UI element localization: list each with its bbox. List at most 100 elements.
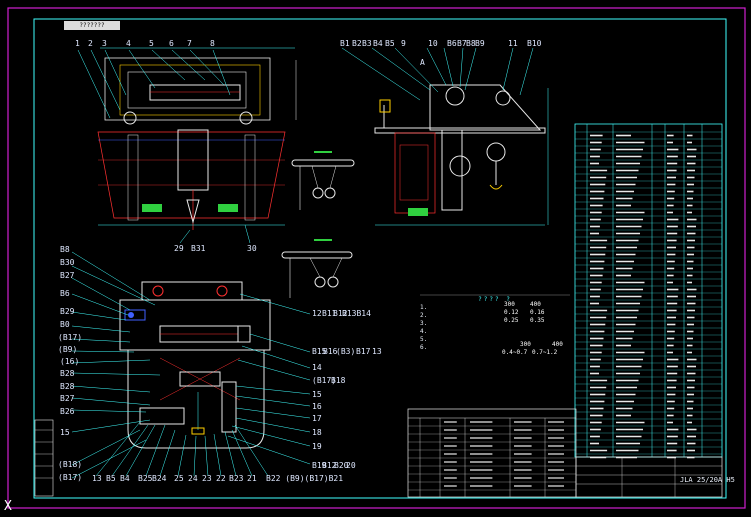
spec-table bbox=[407, 408, 577, 498]
callout-label: B24 bbox=[152, 474, 167, 483]
callout-label: 21 bbox=[247, 474, 257, 483]
callout-label: B16 bbox=[323, 347, 338, 356]
callout-label: 20 bbox=[346, 461, 356, 470]
note-value: 0.16 bbox=[530, 309, 545, 316]
callout-label: (B17) bbox=[58, 473, 83, 482]
callout-label: B6 bbox=[60, 289, 70, 298]
callout-label: B27 bbox=[60, 394, 75, 403]
callout-label: (B17) bbox=[312, 376, 337, 385]
callout-label: (B18) bbox=[58, 460, 83, 469]
callout-label: B11 bbox=[322, 309, 337, 318]
callout-label: B15 bbox=[312, 347, 327, 356]
callout-label: B31 bbox=[191, 244, 206, 253]
note-value: 0.4~0.7 bbox=[502, 349, 528, 356]
callout-label: 3 bbox=[102, 39, 107, 48]
callout-label: B12 bbox=[333, 309, 348, 318]
note-value: 0.35 bbox=[530, 317, 545, 324]
callout-label: 25 bbox=[174, 474, 184, 483]
callout-label: B9 bbox=[475, 39, 485, 48]
callout-label: 1 bbox=[75, 39, 80, 48]
plan-left-leaders bbox=[71, 251, 161, 479]
title-block bbox=[575, 456, 723, 498]
rope-diagram-2 bbox=[281, 239, 353, 298]
plan-view bbox=[119, 281, 271, 449]
note-value: 0.12 bbox=[504, 309, 519, 316]
note-line: 3. bbox=[420, 320, 428, 327]
callout-label: 7 bbox=[187, 39, 192, 48]
note-value: 400 bbox=[552, 341, 563, 348]
callout-label: 23 bbox=[202, 474, 212, 483]
technical-notes: ???? ? 1.2.3.4.5.6. 300 400 0.12 0.16 0.25 0.… bbox=[420, 296, 570, 356]
callout-label: B2 bbox=[352, 39, 362, 48]
callout-label: 24 bbox=[188, 474, 198, 483]
notes-heading: ???? ? bbox=[478, 296, 512, 303]
inner-frame bbox=[33, 18, 727, 499]
callout-label: 14 bbox=[312, 363, 322, 372]
callout-label: (16) bbox=[60, 357, 80, 366]
callout-label: B0 bbox=[60, 320, 70, 329]
side-view-leaders bbox=[341, 47, 534, 101]
plan-right-leaders bbox=[227, 293, 311, 465]
note-value: 300 bbox=[504, 301, 515, 308]
callout-label: 9 bbox=[401, 39, 406, 48]
callout-label: B12 bbox=[322, 461, 337, 470]
note-line: 2. bbox=[420, 312, 428, 319]
outer-frame bbox=[7, 7, 746, 509]
note-value: 300 bbox=[520, 341, 531, 348]
note-line: 1. bbox=[420, 304, 428, 311]
callout-label: 12 bbox=[312, 309, 322, 318]
callout-label: B28 bbox=[60, 382, 75, 391]
callout-label: (B17) bbox=[58, 333, 83, 342]
callout-label: B27 bbox=[60, 271, 75, 280]
drawing-title-strip: ??????? bbox=[64, 21, 120, 30]
callout-label: 18 bbox=[312, 428, 322, 437]
notes-body: 1.2.3.4.5.6. bbox=[420, 304, 570, 352]
callout-label: B19 bbox=[312, 461, 327, 470]
callout-label: B10 bbox=[527, 39, 542, 48]
callout-label: 10 bbox=[428, 39, 438, 48]
callout-label: 15 bbox=[312, 390, 322, 399]
callout-label: B23 bbox=[229, 474, 244, 483]
callout-label: 17 bbox=[312, 414, 322, 423]
callout-label: 30 bbox=[247, 244, 257, 253]
parts-list-table bbox=[574, 123, 723, 459]
callout-label: (B9) bbox=[58, 345, 78, 354]
note-line: 6. bbox=[420, 344, 428, 351]
callout-label: 22 bbox=[216, 474, 226, 483]
top-view-leaders bbox=[77, 49, 251, 244]
callout-label: 16 bbox=[312, 402, 322, 411]
callout-label: (B3) bbox=[336, 347, 356, 356]
callout-label: B5 bbox=[385, 39, 395, 48]
callout-label: 5 bbox=[149, 39, 154, 48]
note-value: 0.7~1.2 bbox=[532, 349, 558, 356]
callout-label: 13 bbox=[92, 474, 102, 483]
callout-label: B5 bbox=[106, 474, 116, 483]
callout-label: B18 bbox=[331, 376, 346, 385]
rope-diagram-1 bbox=[291, 151, 355, 210]
callout-label: B6 bbox=[447, 39, 457, 48]
callout-label: 2 bbox=[88, 39, 93, 48]
note-value: 0.25 bbox=[504, 317, 519, 324]
callout-label: B3 bbox=[362, 39, 372, 48]
callout-label: B30 bbox=[60, 258, 75, 267]
callout-label: B4 bbox=[120, 474, 130, 483]
callout-label: B8 bbox=[466, 39, 476, 48]
callout-label: B17 bbox=[356, 347, 371, 356]
callout-label: B7 bbox=[457, 39, 467, 48]
top-view bbox=[97, 47, 297, 230]
callout-label: B1 bbox=[340, 39, 350, 48]
callout-label: B13B14 bbox=[342, 309, 371, 318]
note-line: 5. bbox=[420, 336, 428, 343]
note-value: 400 bbox=[530, 301, 541, 308]
callout-label: 11 bbox=[508, 39, 518, 48]
revision-strip bbox=[34, 419, 54, 497]
part-number: JLA 25/20A H5 bbox=[680, 476, 735, 484]
callout-label: B20 bbox=[334, 461, 349, 470]
callout-label: 15 bbox=[60, 428, 70, 437]
callout-label: 4 bbox=[126, 39, 131, 48]
note-line: 4. bbox=[420, 328, 428, 335]
callout-label: B29 bbox=[60, 307, 75, 316]
plan-bottom-leaders bbox=[95, 421, 269, 477]
